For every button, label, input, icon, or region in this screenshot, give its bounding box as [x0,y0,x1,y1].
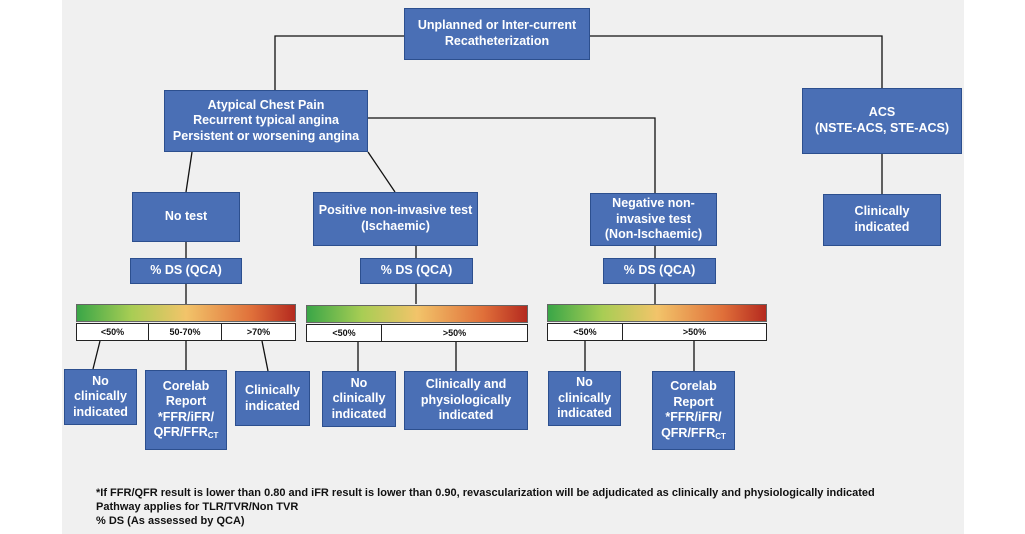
scale1-cell-gt70: >70% [221,323,296,341]
positive-clinically-physiologically-box: Clinically and physiologically indicated [404,371,528,430]
chest-pain-box: Atypical Chest Pain Recurrent typical an… [164,90,368,152]
connector-chest-positive [367,151,396,193]
no-test-not-indicated-box: No clinically indicated [64,369,137,425]
footnote-threshold: *If FFR/QFR result is lower than 0.80 an… [96,487,875,499]
root-recatheterization-box: Unplanned or Inter-current Recatheteriza… [404,8,590,60]
footnote-ds-definition: % DS (As assessed by QCA) [96,515,245,527]
no-test-box: No test [132,192,240,242]
connector-chest-notest [185,151,193,193]
corelab-report-text: Corelab Report *FFR/iFR/ QFR/FFRCT [153,378,219,441]
stenosis-gradient-bar-2 [306,305,528,323]
connector-chest-negative [368,117,656,193]
ds-qca-box-negative: % DS (QCA) [603,258,716,284]
footnotes: *If FFR/QFR result is lower than 0.80 an… [96,486,875,528]
negative-not-indicated-box: No clinically indicated [548,371,621,426]
positive-not-indicated-box: No clinically indicated [322,371,396,427]
connector-s1-lt50 [92,340,101,370]
positive-test-box: Positive non-invasive test (Ischaemic) [313,192,478,246]
negative-corelab-report-box: Corelab Report *FFR/iFR/ QFR/FFRCT [652,371,735,450]
acs-box: ACS (NSTE-ACS, STE-ACS) [802,88,962,154]
corelab-report-text: Corelab Report *FFR/iFR/ QFR/FFRCT [661,379,726,441]
no-test-corelab-report-box: Corelab Report *FFR/iFR/ QFR/FFRCT [145,370,227,450]
ds-qca-box-positive: % DS (QCA) [360,258,473,284]
stenosis-gradient-bar-3 [547,304,767,322]
acs-clinically-indicated-box: Clinically indicated [823,194,941,246]
ds-qca-box-no-test: % DS (QCA) [130,258,242,284]
connector-s1-gt70 [261,340,269,372]
scale2-cell-lt50: <50% [306,324,382,342]
connector-root-chest [274,35,404,90]
stenosis-gradient-bar-1 [76,304,296,322]
scale2-cell-gt50: >50% [381,324,528,342]
scale3-cell-lt50: <50% [547,323,623,341]
scale1-cell-lt50: <50% [76,323,149,341]
scale3-cell-gt50: >50% [622,323,767,341]
scale1-cell-50-70: 50-70% [148,323,222,341]
no-test-clinically-indicated-box: Clinically indicated [235,371,310,426]
negative-test-box: Negative non- invasive test (Non-Ischaem… [590,193,717,246]
footnote-pathway: Pathway applies for TLR/TVR/Non TVR [96,501,299,513]
connector-root-acs [590,35,883,88]
